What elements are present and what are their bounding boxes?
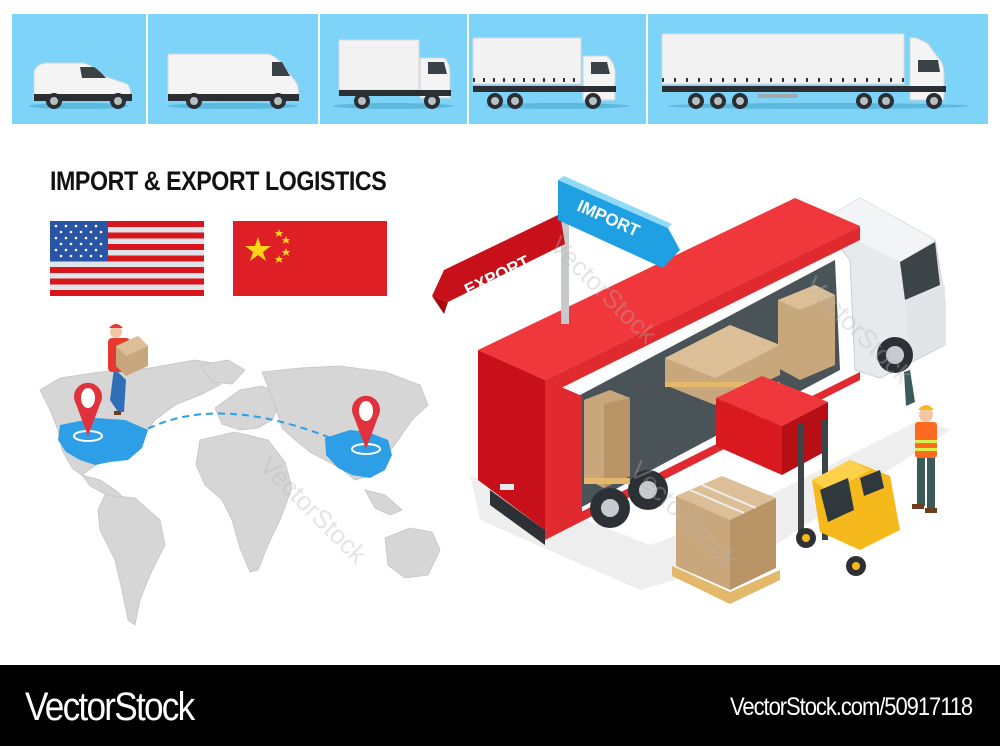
vehicle-panel-box-truck: [320, 14, 467, 124]
worker-icon: [904, 370, 937, 513]
footer-brand[interactable]: VectorStock: [25, 685, 195, 729]
delivery-man-icon: [108, 324, 148, 415]
vehicle-panel-semi-trailer-truck: [648, 14, 988, 124]
semi-trailer-truck-icon: [661, 33, 968, 109]
route-line: [117, 412, 351, 449]
trailer-back: [478, 350, 545, 530]
floor-pallet-boxes: [672, 476, 780, 604]
vehicle-panel-compact-van: [12, 14, 146, 124]
cargo-van-icon: [167, 53, 300, 109]
signpost-pole: [561, 214, 569, 324]
usa-highlight: [58, 418, 148, 465]
footer-image-id[interactable]: VectorStock.com/50917118: [729, 693, 973, 721]
vehicle-panel-curtainside-truck: [469, 14, 646, 124]
forklift-icon: [796, 420, 900, 576]
cargo-boxes-right: [778, 285, 835, 380]
china-flag-icon: [233, 221, 387, 296]
trailer-roof: [478, 198, 860, 380]
logistics-illustration: EXPORT IMPORT: [39, 176, 950, 626]
vehicle-panel-cargo-van: [148, 14, 318, 124]
red-crate: [716, 376, 828, 475]
page-title: IMPORT & EXPORT LOGISTICS: [50, 166, 387, 196]
destination-pin-icon: [352, 395, 381, 449]
vehicle-strip: [12, 14, 988, 124]
box-truck-icon: [333, 39, 453, 109]
cargo-boxes-left: [584, 390, 630, 488]
us-flag-icon: [50, 221, 204, 296]
origin-pin-icon: [74, 382, 102, 436]
export-sign[interactable]: EXPORT: [432, 214, 565, 314]
import-sign[interactable]: IMPORT: [558, 176, 680, 268]
compact-van-icon: [29, 62, 132, 109]
footer-bar: VectorStock VectorStock.com/50917118: [0, 665, 1000, 746]
curtainside-truck-icon: [472, 37, 629, 109]
